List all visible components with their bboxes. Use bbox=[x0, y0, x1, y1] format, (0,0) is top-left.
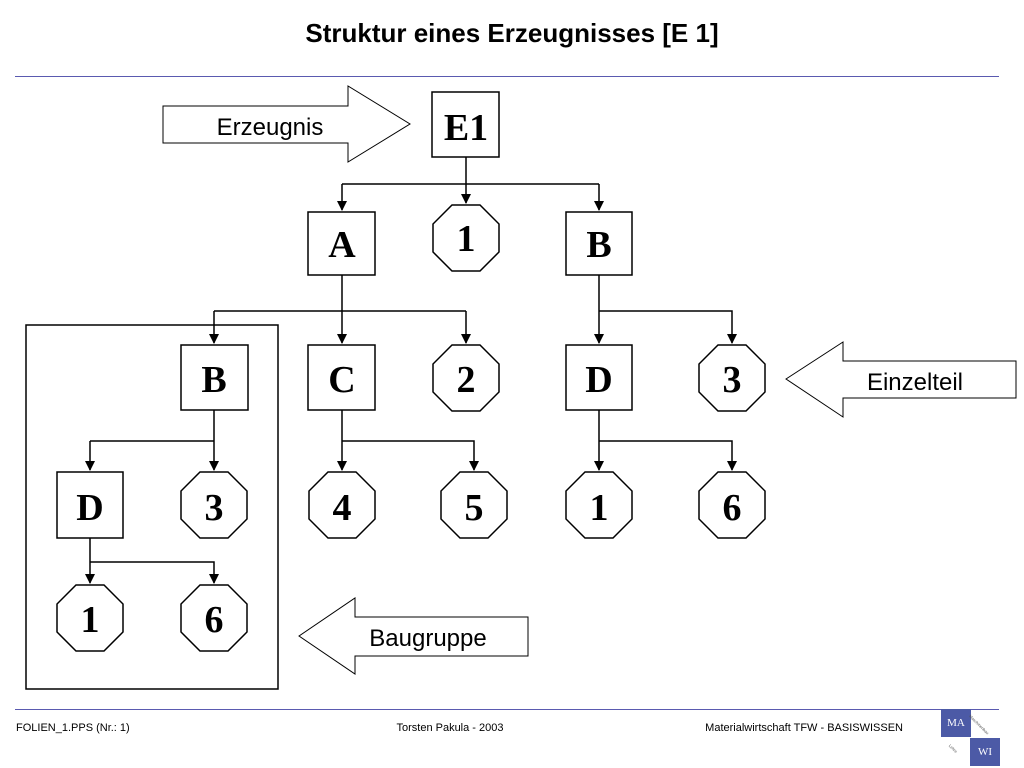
footer-author: Torsten Pakula - 2003 bbox=[396, 722, 504, 734]
part-6-right: 6 bbox=[698, 471, 766, 539]
part-nodes: 1 2 3 3 4 5 1 6 bbox=[56, 204, 766, 652]
part-1-left: 1 bbox=[56, 584, 124, 652]
node-d-left-label: D bbox=[76, 487, 103, 529]
part-1-level1: 1 bbox=[432, 204, 500, 272]
node-b-right: B bbox=[565, 211, 633, 276]
part-3-left-label: 3 bbox=[205, 487, 224, 529]
part-6-right-label: 6 bbox=[723, 487, 742, 529]
part-1-right-label: 1 bbox=[590, 487, 609, 529]
part-1-right: 1 bbox=[565, 471, 633, 539]
logo-wi-block: WI bbox=[970, 738, 1000, 766]
part-5: 5 bbox=[440, 471, 508, 539]
baugruppe-frame bbox=[25, 324, 279, 690]
node-e1-label: E1 bbox=[444, 107, 488, 149]
node-a: A bbox=[307, 211, 376, 276]
title-divider bbox=[15, 76, 999, 77]
part-6-left: 6 bbox=[180, 584, 248, 652]
node-b-right-label: B bbox=[586, 224, 611, 266]
einzelteil-label: Einzelteil bbox=[867, 369, 963, 396]
baugruppe-label: Baugruppe bbox=[369, 625, 486, 652]
part-2-label: 2 bbox=[457, 359, 476, 401]
footer-divider bbox=[15, 709, 999, 710]
part-3-right-label: 3 bbox=[723, 359, 742, 401]
part-3-right: 3 bbox=[698, 344, 766, 412]
assembly-nodes: E1 A B B C D D bbox=[56, 91, 633, 539]
einzelteil-callout: Einzelteil bbox=[785, 341, 1017, 418]
baugruppe-callout: Baugruppe bbox=[298, 597, 529, 675]
part-1-left-label: 1 bbox=[81, 599, 100, 641]
part-3-left: 3 bbox=[180, 471, 248, 539]
node-e1: E1 bbox=[431, 91, 500, 158]
page-title: Struktur eines Erzeugnisses [E 1] bbox=[305, 18, 719, 48]
node-a-label: A bbox=[328, 224, 356, 266]
erzeugnis-label: Erzeugnis bbox=[217, 114, 324, 141]
node-b-left: B bbox=[180, 344, 249, 411]
part-4: 4 bbox=[308, 471, 376, 539]
erzeugnis-callout: Erzeugnis bbox=[162, 85, 411, 163]
node-d-left: D bbox=[56, 471, 124, 539]
part-4-label: 4 bbox=[333, 487, 352, 529]
part-5-label: 5 bbox=[465, 487, 484, 529]
part-1-level1-label: 1 bbox=[457, 218, 476, 260]
node-c-label: C bbox=[328, 359, 355, 401]
footer-course: Materialwirtschaft TFW - BASISWISSEN bbox=[705, 722, 903, 734]
node-d-right-label: D bbox=[585, 359, 612, 401]
part-2: 2 bbox=[432, 344, 500, 412]
node-b-left-label: B bbox=[201, 359, 226, 401]
node-d-right: D bbox=[565, 344, 633, 411]
logo-ma-block: MA bbox=[941, 709, 971, 737]
connector-lines bbox=[85, 157, 737, 584]
node-c: C bbox=[307, 344, 376, 411]
footer-filename: FOLIEN_1.PPS (Nr.: 1) bbox=[16, 722, 130, 734]
part-6-left-label: 6 bbox=[205, 599, 224, 641]
